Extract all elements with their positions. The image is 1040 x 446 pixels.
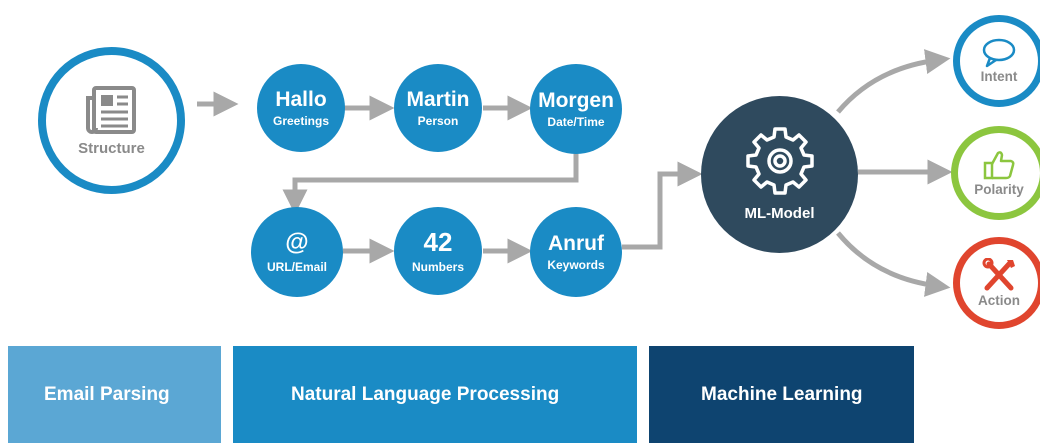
arrow-anruf-to-model [622,161,703,250]
node-main-label: Hallo [275,87,327,111]
node-main-label: Anruf [548,231,604,255]
stage-nlp: Natural Language Processing [233,346,637,443]
speech-bubble-icon [982,38,1016,68]
gear-icon [745,127,814,195]
node-main-label: Morgen [538,88,614,112]
structure-node: Structure [38,47,185,194]
node-numbers: 42 Numbers [394,207,482,295]
node-sub-label: Keywords [547,257,605,272]
node-sub-label: Date/Time [547,114,605,129]
output-intent: Intent [953,15,1040,107]
stage-machine-learning: Machine Learning [649,346,914,443]
node-keywords: Anruf Keywords [530,207,622,297]
tools-icon [982,258,1015,291]
stage-email-parsing: Email Parsing [8,346,221,443]
output-action: Action [953,237,1040,329]
node-main-label: 42 [423,227,453,257]
stage-label: Natural Language Processing [291,383,560,405]
output-label: Action [978,293,1020,308]
output-label: Intent [980,69,1018,84]
thumbs-up-icon [983,151,1015,180]
arrow-model-to-intent [836,49,951,114]
node-main-label: Martin [406,87,470,111]
arrow-model-to-action [836,231,951,297]
stage-label: Email Parsing [44,383,170,405]
output-polarity: Polarity [951,126,1040,220]
node-url-email: @ URL/Email [251,207,343,297]
node-datetime: Morgen Date/Time [530,64,622,154]
structure-label: Structure [78,140,145,157]
ml-model-label: ML-Model [744,205,815,223]
stage-label: Machine Learning [701,383,863,405]
node-greetings: Hallo Greetings [257,64,345,152]
node-sub-label: Greetings [272,113,329,128]
node-sub-label: Numbers [411,259,464,274]
newspaper-icon [85,86,136,134]
node-main-label: @ [285,229,309,257]
output-label: Polarity [974,182,1024,197]
arrow-morgen-to-at [282,152,579,215]
node-sub-label: Person [417,113,459,128]
node-person: Martin Person [394,64,482,152]
ml-model-node: ML-Model [701,96,858,253]
node-sub-label: URL/Email [266,259,327,274]
